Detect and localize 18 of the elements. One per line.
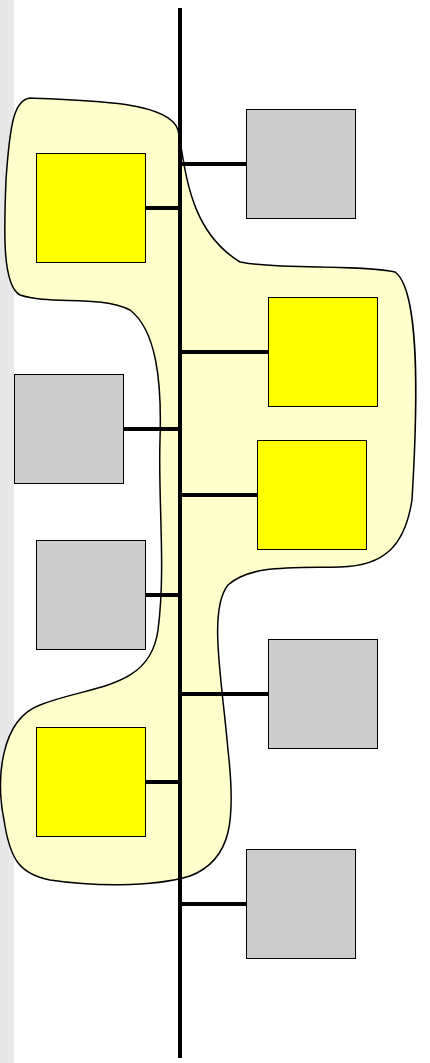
- node-box: [268, 297, 378, 407]
- connector-line: [182, 162, 246, 166]
- node-box: [14, 374, 124, 484]
- connector-line: [124, 427, 178, 431]
- connector-line: [146, 593, 178, 597]
- node-box: [36, 153, 146, 263]
- node-box: [257, 440, 367, 550]
- connector-line: [182, 493, 257, 497]
- node-box: [246, 849, 356, 959]
- node-box: [246, 109, 356, 219]
- connector-line: [182, 902, 246, 906]
- node-box: [268, 639, 378, 749]
- node-box: [36, 727, 146, 837]
- connector-line: [146, 780, 178, 784]
- connector-line: [146, 206, 178, 210]
- node-box: [36, 540, 146, 650]
- connector-line: [182, 350, 268, 354]
- connector-line: [182, 692, 268, 696]
